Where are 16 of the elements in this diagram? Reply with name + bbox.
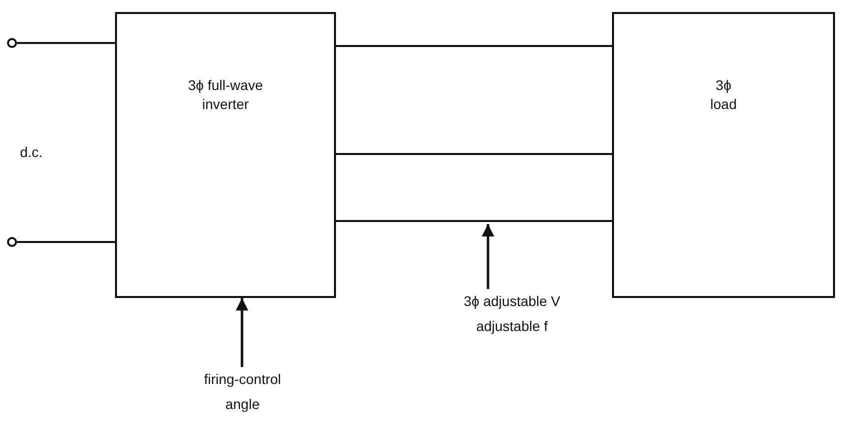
- block-label: 3ϕ full-wave inverter: [187, 76, 264, 114]
- wire: [336, 45, 612, 47]
- terminal-label: d.c.: [20, 144, 43, 160]
- terminal-circle: [7, 237, 17, 247]
- terminal-circle: [7, 38, 17, 48]
- block-label: 3ϕ load: [709, 76, 738, 114]
- wire: [336, 220, 612, 222]
- annotation-text: firing-control angle: [185, 367, 300, 427]
- annotation-text: 3ϕ adjustable V adjustable f: [462, 289, 562, 369]
- arrow: [236, 298, 248, 367]
- wire: [17, 42, 115, 44]
- process-box: [115, 12, 336, 298]
- process-box: [612, 12, 835, 298]
- wire: [336, 153, 612, 155]
- wire: [17, 241, 115, 243]
- arrow: [482, 224, 494, 289]
